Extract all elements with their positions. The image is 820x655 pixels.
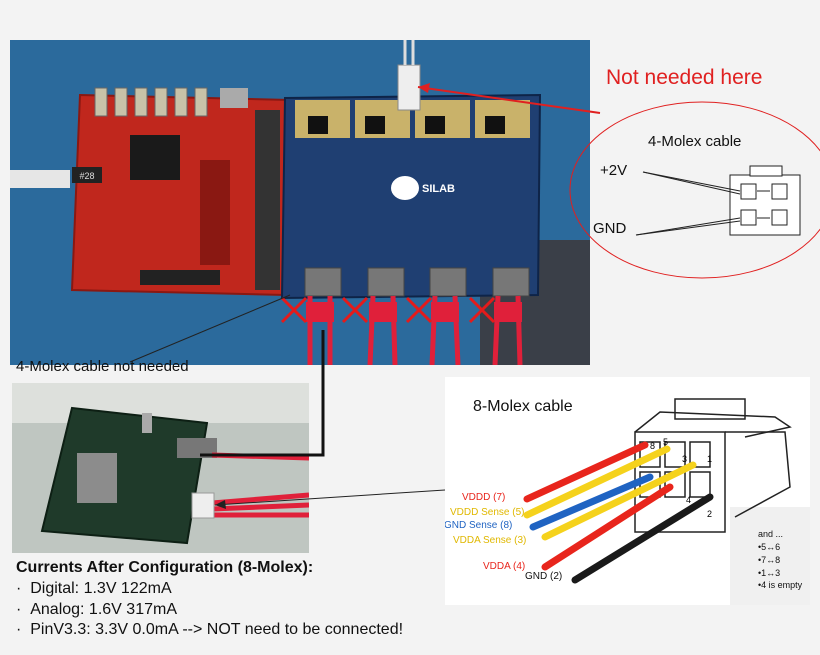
silab-logo: SILAB bbox=[422, 183, 455, 195]
pin-1: 1 bbox=[707, 454, 712, 464]
chip-label: #28 bbox=[79, 171, 94, 181]
current-pinv33-text: PinV3.3: 3.3V 0.0mA --> NOT need to be c… bbox=[30, 621, 404, 638]
v2-label: +2V bbox=[600, 162, 628, 179]
wire-label-vddd-sense: VDDD Sense (5) bbox=[450, 507, 525, 518]
wire-vddd bbox=[523, 441, 649, 503]
pin-3: 3 bbox=[682, 454, 687, 464]
note-1: •5↔6 bbox=[758, 542, 781, 552]
wire-label-gnd: GND (2) bbox=[525, 571, 563, 582]
molex8-diagram: 8 5 3 1 6 4 2 8-Molex cable VDDD (7) VDD… bbox=[445, 377, 810, 605]
note-3: •1↔3 bbox=[758, 568, 781, 578]
board-illustration: #28 SILAB bbox=[10, 40, 590, 365]
main-board-photo: #28 SILAB bbox=[10, 40, 590, 365]
molex4-ellipse bbox=[569, 101, 820, 279]
pin-2: 2 bbox=[707, 509, 712, 519]
wire-label-vddd: VDDD (7) bbox=[462, 492, 506, 503]
not-needed-label: Not needed here bbox=[606, 66, 763, 89]
gnd-label: GND bbox=[593, 220, 627, 237]
wire-label-vdda: VDDA (4) bbox=[483, 561, 526, 572]
note-2: •7↔8 bbox=[758, 555, 781, 565]
bullet-icon: · bbox=[16, 621, 31, 638]
current-item-digital: · Digital: 1.3V 122mA bbox=[16, 580, 172, 598]
wire-vddd-sense bbox=[523, 445, 671, 519]
pin-8: 8 bbox=[650, 441, 655, 451]
bullet-icon: · bbox=[16, 601, 31, 618]
molex8-title: 8-Molex cable bbox=[473, 398, 573, 415]
note-0: and ... bbox=[758, 529, 784, 539]
wire-vdda-sense bbox=[541, 461, 697, 541]
bullet-icon: · bbox=[16, 580, 31, 597]
current-item-analog: · Analog: 1.6V 317mA bbox=[16, 601, 177, 619]
pin-4: 4 bbox=[686, 495, 691, 505]
chip-board-photo bbox=[12, 383, 309, 553]
molex4-not-needed-label: 4-Molex cable not needed bbox=[16, 358, 189, 375]
wire-vdda bbox=[541, 483, 674, 571]
current-digital-text: Digital: 1.3V 122mA bbox=[30, 580, 172, 597]
wire-label-vdda-sense: VDDA Sense (3) bbox=[453, 535, 527, 546]
molex4-title: 4-Molex cable bbox=[648, 133, 742, 150]
molex8-illustration: 8 5 3 1 6 4 2 bbox=[445, 377, 810, 605]
currents-title: Currents After Configuration (8-Molex): bbox=[16, 559, 314, 576]
pin-5: 5 bbox=[663, 437, 668, 447]
wire-gnd bbox=[571, 493, 714, 584]
wire-gnd-sense bbox=[529, 473, 654, 531]
not-needed-arrow bbox=[417, 86, 601, 114]
note-4: •4 is empty bbox=[758, 580, 803, 590]
wire-label-gnd-sense: GND Sense (8) bbox=[445, 520, 513, 531]
current-analog-text: Analog: 1.6V 317mA bbox=[30, 601, 177, 618]
small-board-illustration bbox=[12, 383, 309, 553]
current-item-pinv33: · PinV3.3: 3.3V 0.0mA --> NOT need to be… bbox=[16, 621, 403, 639]
